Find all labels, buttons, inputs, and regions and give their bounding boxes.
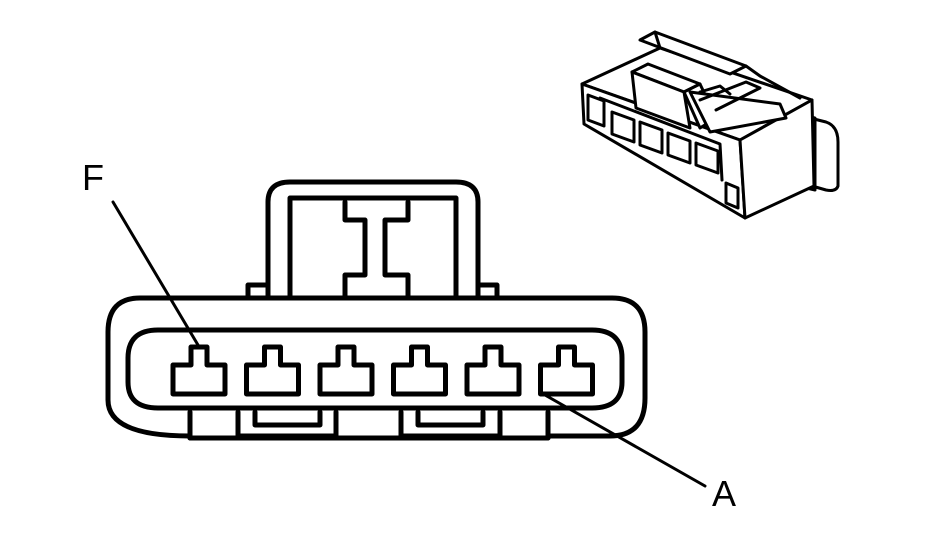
pin-label-f: F: [82, 157, 104, 198]
isometric-latch: [630, 30, 802, 134]
terminal-cavity-5: [244, 344, 301, 397]
locking-tab: [245, 179, 500, 303]
terminal-cavity-6: [170, 344, 228, 397]
leader-line-a: [543, 393, 707, 488]
connector-isometric-view: [580, 30, 840, 220]
bottom-keys: [187, 409, 551, 441]
terminal-cavity-1: [538, 344, 595, 397]
terminal-cavity-3: [391, 344, 448, 397]
connector-face-view: F A: [82, 157, 736, 514]
terminal-cavity-2: [464, 344, 522, 397]
terminal-cavities: [170, 344, 595, 397]
housing-inner-face: [125, 327, 625, 411]
terminal-cavity-4: [317, 344, 375, 397]
leader-line-f: [111, 200, 200, 347]
housing-outer: [105, 295, 648, 441]
isometric-cavities: [586, 93, 740, 210]
pin-label-a: A: [712, 473, 736, 514]
